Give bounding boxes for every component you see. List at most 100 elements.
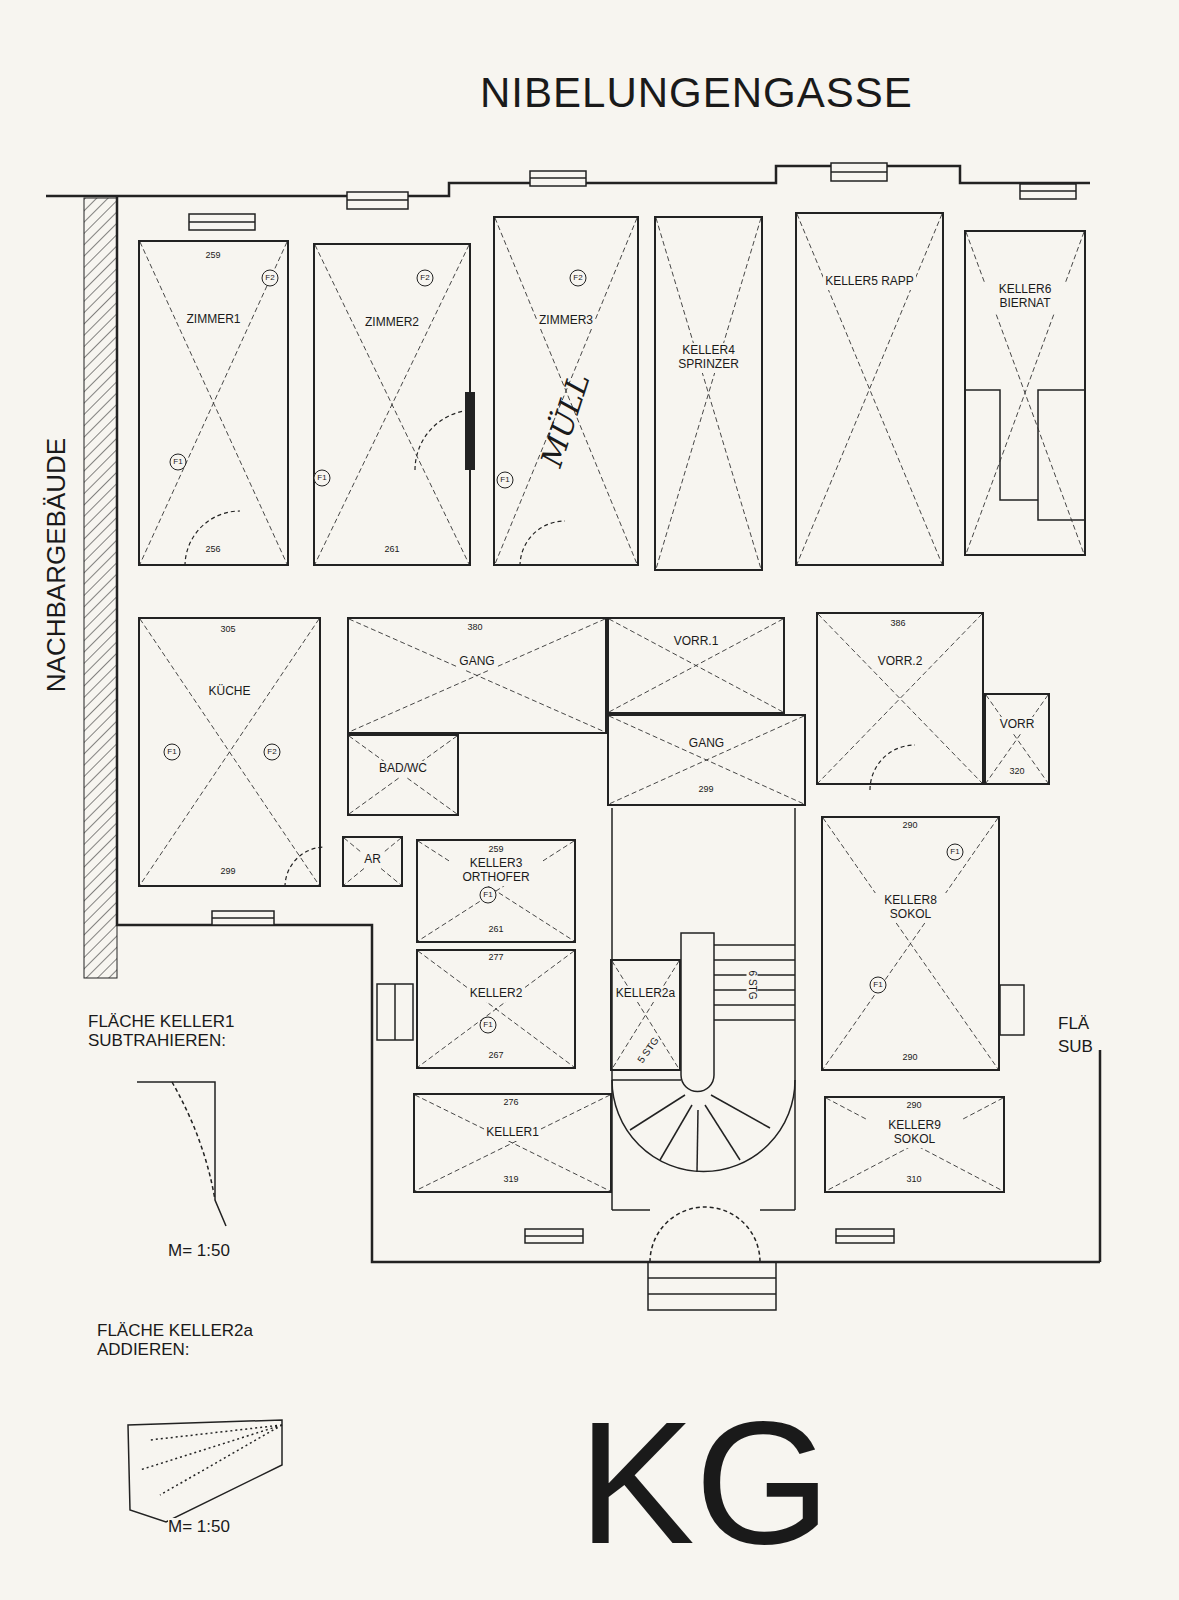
room-name: VORR.2 (876, 654, 925, 670)
room-diagonal (418, 951, 574, 1067)
door-swings (185, 410, 915, 887)
dimension: 299 (220, 867, 235, 877)
room-name: GANG (457, 654, 496, 670)
room-diagonal (818, 614, 982, 783)
area-sketch (128, 1082, 282, 1522)
dimension: 267 (488, 1051, 503, 1061)
room-diagonal (349, 736, 457, 814)
room-diagonal (986, 695, 1048, 783)
floor-marker: F1 (497, 472, 514, 489)
room-box: KELLER5 RAPP (795, 212, 944, 566)
room-name: KELLER2a (614, 986, 677, 1002)
floor-marker: F2 (264, 744, 281, 761)
room-name: GANG (687, 736, 726, 752)
room-diagonal (495, 218, 637, 564)
floor-marker: F1 (480, 1017, 497, 1034)
room-name: KELLER5 RAPP (823, 274, 916, 290)
room-name: ZIMMER3 (537, 313, 595, 329)
room-box: ZIMMER2 (313, 243, 471, 566)
room-diagonal (966, 232, 1084, 554)
room-diagonal (797, 214, 942, 564)
keller7-outline (964, 390, 1086, 520)
room-box: KELLER4 SPRINZER (654, 216, 763, 571)
room-name: BAD/WC (377, 761, 429, 777)
room-diagonal (415, 1095, 610, 1191)
floor-marker: F1 (947, 844, 964, 861)
room-name: ZIMMER1 (185, 312, 243, 328)
floor-marker: F1 (170, 454, 187, 471)
room-box: GANG (347, 617, 607, 734)
room-diagonal (609, 619, 783, 712)
dimension: 256 (205, 545, 220, 555)
dimension: 380 (467, 623, 482, 633)
room-diagonal (609, 619, 783, 712)
handwritten-note: MÜLL (534, 369, 595, 470)
room-name: KELLER8 SOKOL (864, 893, 958, 923)
room-diagonal (609, 716, 804, 804)
room-diagonal (344, 838, 401, 885)
room-box: VORR.1 (607, 617, 785, 714)
staircase (612, 808, 795, 1310)
dimension: 277 (488, 953, 503, 963)
room-diagonal (349, 736, 457, 814)
room-diagonal (823, 818, 998, 1069)
room-diagonal (656, 218, 761, 569)
room-diagonal (140, 619, 319, 885)
room-name: KELLER4 SPRINZER (662, 343, 756, 373)
street-name: NIBELUNGENGASSE (480, 70, 913, 116)
room-diagonal (797, 214, 942, 564)
dimension: 299 (698, 785, 713, 795)
area-note: M= 1:50 (168, 1518, 230, 1537)
dimension: 290 (906, 1101, 921, 1111)
room-name: ZIMMER2 (363, 315, 421, 331)
dimension: 261 (384, 545, 399, 555)
floor-marker: F1 (164, 744, 181, 761)
stair-label: 5 STG (635, 1035, 661, 1065)
room-name: VORR.1 (672, 634, 721, 650)
room-diagonal (349, 619, 605, 732)
room-name: AR (362, 852, 383, 868)
room-diagonal (609, 716, 804, 804)
dimension: 276 (503, 1098, 518, 1108)
area-note: SUB (1058, 1038, 1093, 1057)
stair-label: 6 STG (747, 971, 758, 1000)
area-note: FLÄ (1058, 1015, 1089, 1034)
dimension: 290 (902, 821, 917, 831)
room-diagonal (140, 619, 319, 885)
floor-marker: F1 (870, 977, 887, 994)
room-diagonal (656, 218, 761, 569)
dimension: 290 (902, 1053, 917, 1063)
room-diagonal (315, 245, 469, 564)
floor-marker: F2 (417, 270, 434, 287)
room-box: KELLER6 BIERNAT (964, 230, 1086, 556)
dimension: 261 (488, 925, 503, 935)
room-diagonal (823, 818, 998, 1069)
room-diagonal (140, 242, 287, 564)
area-note: FLÄCHE KELLER1 SUBTRAHIEREN: (88, 1013, 288, 1050)
floor-marker: F2 (570, 270, 587, 287)
room-diagonal (418, 951, 574, 1067)
room-name: KELLER2 (468, 986, 525, 1002)
room-diagonal (818, 614, 982, 783)
room-diagonal (418, 841, 574, 941)
room-name: VORR (998, 717, 1037, 733)
dimension: 386 (890, 619, 905, 629)
room-box: VORR.2 (816, 612, 984, 785)
room-diagonal (349, 619, 605, 732)
dimension: 320 (1009, 767, 1024, 777)
room-name: KÜCHE (206, 684, 252, 700)
plan-title: KG (578, 1395, 831, 1570)
dimension: 259 (488, 845, 503, 855)
dimension: 310 (906, 1175, 921, 1185)
room-diagonal (415, 1095, 610, 1191)
room-box: BAD/WC (347, 734, 459, 816)
room-diagonal (612, 961, 679, 1069)
neighbour-wall (84, 198, 117, 978)
dimension: 319 (503, 1175, 518, 1185)
outer-walls (46, 166, 1100, 1262)
room-diagonal (495, 218, 637, 564)
room-diagonal (315, 245, 469, 564)
room-diagonal (612, 961, 679, 1069)
room-box: KELLER8 SOKOL (821, 816, 1000, 1071)
room-box: AR (342, 836, 403, 887)
